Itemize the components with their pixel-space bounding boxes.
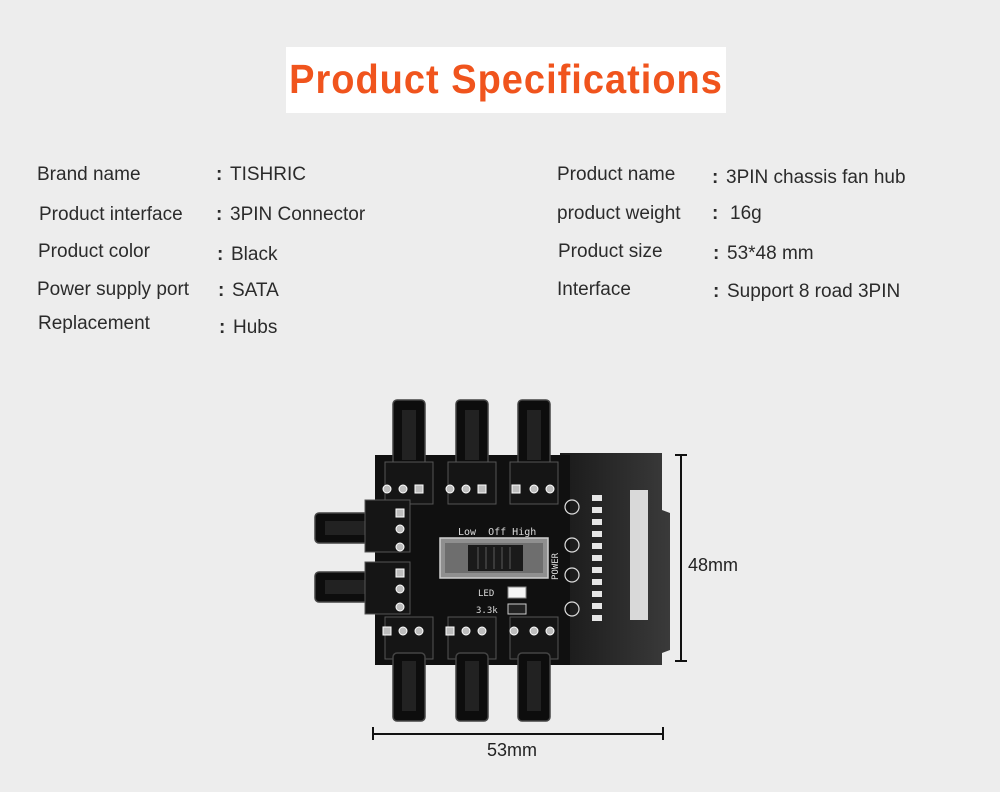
switch-label: Low Off High [458, 527, 536, 538]
spec-value-product-name: :3PIN chassis fan hub [712, 167, 906, 188]
spec-label-size: Product size [558, 241, 663, 262]
spec-label-power-port: Power supply port [37, 279, 190, 300]
width-dimension-label: 53mm [487, 740, 538, 760]
switch-knob [468, 545, 523, 571]
spec-label-product-name: Product name [557, 164, 676, 185]
led-label: LED [478, 589, 494, 599]
power-label: POWER [551, 552, 561, 580]
spec-value-interface: :3PIN Connector [216, 204, 366, 225]
spec-value-brand: :TISHRIC [216, 164, 306, 185]
height-dimension-cap-top [675, 454, 687, 456]
title-banner: Product Specifications [286, 47, 726, 113]
spec-label-brand: Brand name [37, 164, 141, 185]
top-fan-headers [382, 399, 559, 505]
height-dimension-cap-bottom [675, 660, 687, 662]
height-dimension-line [680, 455, 682, 661]
spec-value-interface-type: :Support 8 road 3PIN [713, 281, 901, 302]
spec-label-interface-type: Interface [557, 279, 631, 300]
resistor-label: 3.3k [476, 606, 498, 616]
resistor [507, 603, 527, 615]
power-vias [564, 499, 580, 617]
spec-value-color: :Black [217, 244, 278, 265]
bottom-fan-headers [382, 616, 559, 722]
spec-value-size: :53*48 mm [713, 243, 814, 264]
spec-value-power-port: :SATA [218, 280, 279, 301]
width-dimension-cap-left [372, 727, 374, 740]
spec-label-interface: Product interface [39, 204, 183, 225]
spec-value-replacement: :Hubs [219, 317, 278, 338]
height-dimension-label: 48mm [688, 555, 739, 575]
width-dimension-cap-right [662, 727, 664, 740]
spec-value-weight: :16g [712, 203, 762, 224]
page-title: Product Specifications [289, 56, 723, 103]
spec-label-weight: product weight [557, 203, 681, 224]
left-fan-headers [314, 499, 411, 615]
spec-label-color: Product color [38, 241, 150, 262]
fan-hub-board-image: POWER Low Off High LED 3.3k [314, 399, 670, 722]
width-dimension-line [373, 733, 663, 735]
sata-connector [560, 453, 670, 665]
spec-label-replacement: Replacement [38, 313, 150, 334]
led [507, 586, 527, 599]
